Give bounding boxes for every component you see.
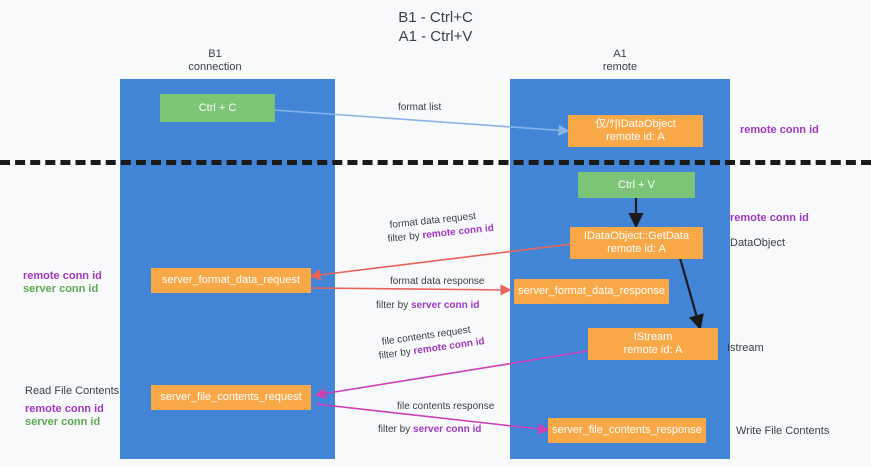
title-line-1: B1 - Ctrl+C [398, 9, 473, 26]
page-title: B1 - Ctrl+C A1 - Ctrl+V [0, 8, 871, 46]
note-right-remote-conn-id-top: remote conn id [740, 124, 819, 136]
box-server-format-data-response[interactable]: server_format_data_response [514, 279, 669, 304]
box-ctrl-v-label: Ctrl + V [618, 178, 655, 191]
column-header-b1: B1 connection [145, 48, 285, 74]
filter-prefix: filter by [378, 346, 415, 362]
filter-key-server-conn-id: server conn id [413, 424, 482, 435]
box-istream-line2: remote id: A [623, 344, 683, 356]
label-format-data-response-filter: filter by server conn id [376, 299, 479, 312]
box-server-file-contents-response-label: server_file_contents_response [552, 424, 702, 436]
label-format-list: format list [398, 102, 442, 113]
column-header-a1: A1 remote [550, 48, 690, 74]
box-getdata-line2: remote id: A [607, 243, 666, 255]
box-ctrl-c[interactable]: Ctrl + C [160, 94, 275, 122]
filter-prefix: filter by [376, 300, 412, 311]
box-idataobject[interactable]: 仅/ｹ|IDataObject remote id: A [568, 115, 703, 147]
box-server-format-data-request-label: server_format_data_request [161, 274, 301, 286]
note-left-server-conn-id-2: server conn id [25, 416, 101, 428]
box-server-file-contents-response[interactable]: server_file_contents_response [548, 418, 706, 443]
box-idataobject-line1: 仅/ｹ|IDataObject [595, 118, 676, 130]
column-b1-sub: connection [188, 61, 242, 73]
section-divider [0, 160, 871, 165]
note-left-remote-conn-id: remote conn id [23, 270, 102, 282]
note-left-remote-conn-id-2: remote conn id [25, 403, 104, 415]
box-server-file-contents-request[interactable]: server_file_contents_request [151, 385, 311, 410]
column-a1-name: A1 [613, 48, 627, 60]
box-getdata-line1: IDataObject::GetData [583, 230, 690, 242]
box-getdata[interactable]: IDataObject::GetData remote id: A [570, 227, 703, 259]
column-a1-sub: remote [602, 61, 638, 73]
note-right-remote-conn-id-mid: remote conn id [730, 212, 809, 224]
label-file-contents-response-filter: filter by server conn id [378, 423, 481, 436]
note-right-dataobject: DataObject [730, 237, 786, 249]
note-right-istream: Istream [727, 342, 764, 354]
box-istream[interactable]: IStream remote id: A [588, 328, 718, 360]
box-ctrl-v[interactable]: Ctrl + V [578, 172, 695, 198]
title-line-2: A1 - Ctrl+V [398, 28, 473, 45]
filter-prefix: filter by [387, 230, 424, 245]
box-ctrl-c-label: Ctrl + C [198, 101, 237, 114]
box-server-format-data-response-label: server_format_data_response [518, 285, 665, 297]
label-file-contents-response: file contents response [397, 401, 495, 412]
filter-prefix: filter by [378, 424, 414, 435]
filter-key-server-conn-id: server conn id [411, 300, 480, 311]
box-server-file-contents-request-label: server_file_contents_request [160, 391, 302, 403]
note-right-write-file-contents: Write File Contents [736, 425, 830, 437]
column-b1-name: B1 [208, 48, 222, 60]
arrow-format-data-response [310, 284, 512, 296]
note-left-read-file-contents: Read File Contents [25, 385, 120, 397]
label-format-data-response: format data response [390, 276, 485, 287]
box-server-format-data-request[interactable]: server_format_data_request [151, 268, 311, 293]
box-idataobject-line2: remote id: A [606, 131, 665, 143]
box-istream-line1: IStream [633, 331, 673, 343]
note-left-server-conn-id: server conn id [23, 283, 99, 295]
